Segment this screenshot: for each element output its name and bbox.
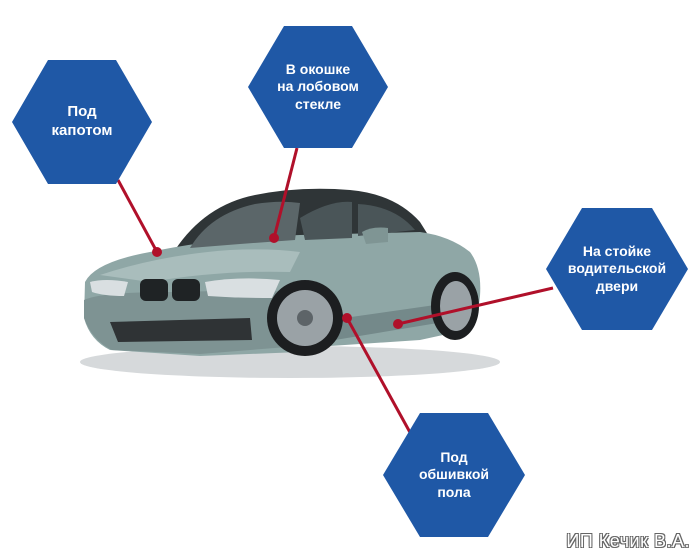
pointer-line-windshield (272, 147, 299, 239)
pointer-dot-floor (342, 313, 352, 323)
side-mirror (362, 227, 388, 244)
hex-windshield (248, 26, 388, 148)
label-under-hood: Под капотом (51, 103, 113, 139)
hex-door-pillar (546, 208, 688, 330)
pointer-line-floor (345, 317, 414, 437)
headlight-right (205, 278, 280, 298)
headlight-left (90, 280, 128, 296)
label-under-floor: Под обшивкой пола (418, 448, 490, 500)
lower-intake (110, 318, 252, 342)
pointer-dot-hood (152, 247, 162, 257)
pointer-line-hood (116, 179, 159, 253)
pointer-line-door (397, 286, 554, 326)
label-door-pillar: На стойке водительской двери (567, 242, 667, 294)
grille-right (172, 279, 200, 301)
rear-window (358, 204, 415, 236)
pointer-dot-windshield (269, 233, 279, 243)
watermark: ИП Кечик В.А. (566, 531, 690, 551)
label-windshield: В окошке на лобовом стекле (277, 60, 359, 112)
hex-under-hood (12, 60, 152, 184)
hood-highlight (100, 249, 300, 282)
car-illustration (84, 188, 481, 356)
side-window (300, 201, 352, 240)
rear-rim (440, 281, 472, 331)
grille-left (140, 279, 168, 301)
hex-under-floor (383, 413, 525, 537)
hexagons (12, 26, 688, 537)
pointer-lines (116, 147, 554, 437)
pointer-dot-door (393, 319, 403, 329)
front-hub (297, 310, 313, 326)
